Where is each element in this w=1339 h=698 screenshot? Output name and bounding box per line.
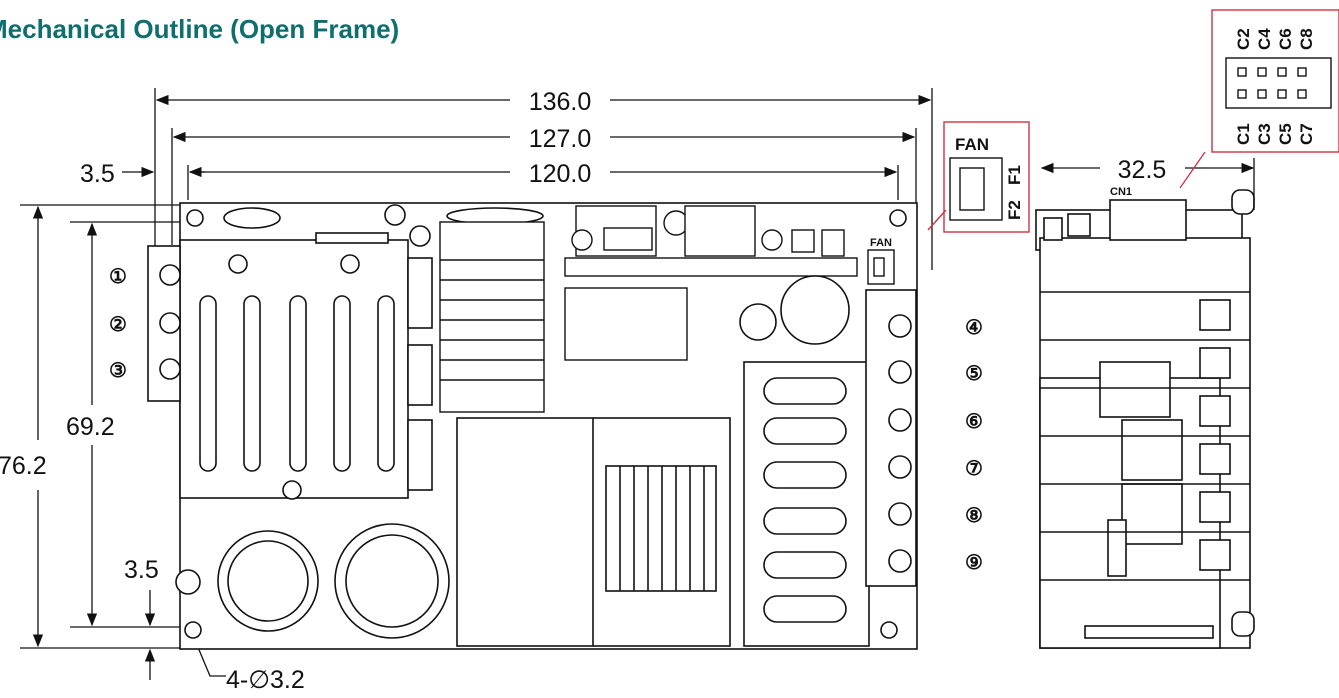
cn1-label: CN1 (1110, 186, 1132, 198)
dim-hole-spacing-x: 120.0 (529, 160, 592, 188)
depth-dimension (1040, 151, 1255, 210)
pin-c5: C5 (1276, 123, 1295, 145)
terminal-label-8: ⑧ (965, 505, 983, 527)
control-board (564, 205, 858, 361)
side-view (1035, 189, 1255, 649)
page-title: Mechanical Outline (Open Frame) (0, 14, 400, 44)
terminal-label-6: ⑥ (965, 411, 983, 433)
pin-c8: C8 (1297, 28, 1316, 50)
capacitors (175, 275, 850, 639)
terminal-label-5: ⑤ (965, 363, 983, 385)
pin-c1: C1 (1234, 123, 1253, 145)
fan-detail (927, 121, 1030, 233)
fan-connector-board (867, 249, 895, 285)
pin-c2: C2 (1234, 28, 1253, 50)
heatsink-right (743, 361, 870, 647)
terminal-block-left (147, 245, 181, 402)
pin-c4: C4 (1255, 28, 1274, 50)
dim-width-overall: 136.0 (529, 88, 592, 116)
dim-height-holes: 69.2 (66, 413, 115, 441)
fan-board-label: FAN (870, 237, 892, 249)
dim-width-mid: 127.0 (529, 125, 592, 153)
terminal-label-9: ⑨ (965, 552, 983, 574)
fan-pin-f2: F2 (1005, 200, 1024, 220)
terminal-label-7: ⑦ (965, 458, 983, 480)
connector-detail (1211, 9, 1339, 153)
heatsink-left (179, 232, 433, 500)
choke (439, 221, 545, 413)
dimension-lines (20, 88, 933, 680)
terminal-block-right (865, 289, 917, 587)
terminal-label-4: ④ (965, 317, 983, 339)
dim-height-overall: 76.2 (0, 452, 47, 480)
terminal-label-3: ③ (109, 360, 127, 382)
terminal-label-1: ① (109, 266, 127, 288)
pin-c6: C6 (1276, 28, 1295, 50)
dim-depth: 32.5 (1118, 156, 1167, 184)
dim-mounting-holes: 4-∅3.2 (226, 666, 305, 694)
fan-pin-f1: F1 (1005, 165, 1024, 185)
fan-detail-title: FAN (955, 135, 989, 154)
pin-c3: C3 (1255, 123, 1274, 145)
pin-c7: C7 (1297, 123, 1316, 145)
dim-offset-left: 3.5 (80, 160, 115, 188)
transformer (456, 417, 731, 647)
terminal-label-2: ② (109, 314, 127, 336)
dim-offset-bottom: 3.5 (124, 556, 159, 584)
